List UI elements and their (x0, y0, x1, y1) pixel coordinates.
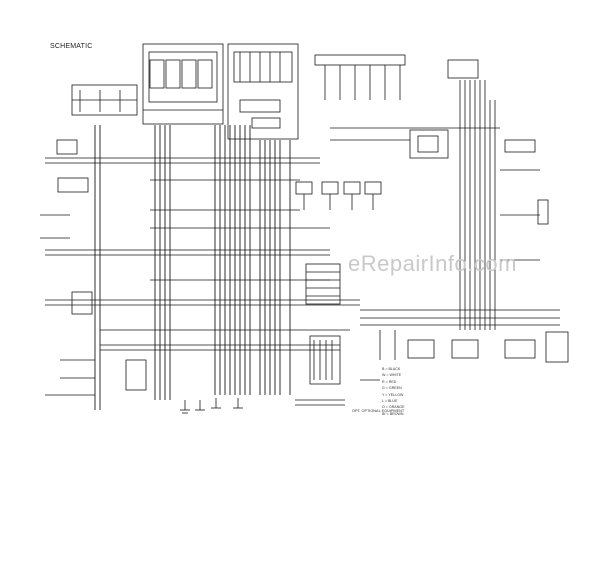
legend-row: Y = YELLOW (382, 392, 404, 397)
legend-row: O = ORANGE (382, 405, 405, 410)
ecu-outer (142, 43, 224, 125)
legend-row: R = RED (382, 379, 397, 384)
legend-row: G = GREEN (382, 386, 402, 391)
optional-equipment-note: OPT. OPTIONAL EQUIPMENT (352, 409, 405, 413)
ecu-block (142, 43, 224, 125)
right-module (409, 80, 549, 330)
left-connector-stack (40, 139, 147, 391)
bottom-connector-block (309, 335, 341, 385)
legend-row: W = WHITE (382, 373, 402, 378)
relay-block (227, 43, 299, 140)
legend-row: Br = BROWN (382, 411, 404, 416)
wire-color-legend: B = BLACK W = WHITE R = RED G = GREEN Y … (382, 366, 404, 417)
ignition-switch-box (71, 84, 138, 116)
legend-row: L = BLUE (382, 399, 398, 404)
diagram-title: SCHEMATIC (50, 43, 93, 50)
lower-right-modules (360, 330, 569, 381)
horizontal-buses (45, 127, 560, 351)
watermark: eRepairInfo.com (348, 251, 517, 276)
legend-row: B = BLACK (382, 367, 401, 371)
center-table (305, 263, 341, 305)
lower-leads (45, 359, 345, 406)
ecu-inner (148, 51, 218, 103)
sensor-connectors (295, 181, 382, 210)
ground-symbols (180, 398, 243, 414)
main-harness (94, 125, 291, 410)
top-right-connectors (314, 54, 479, 100)
